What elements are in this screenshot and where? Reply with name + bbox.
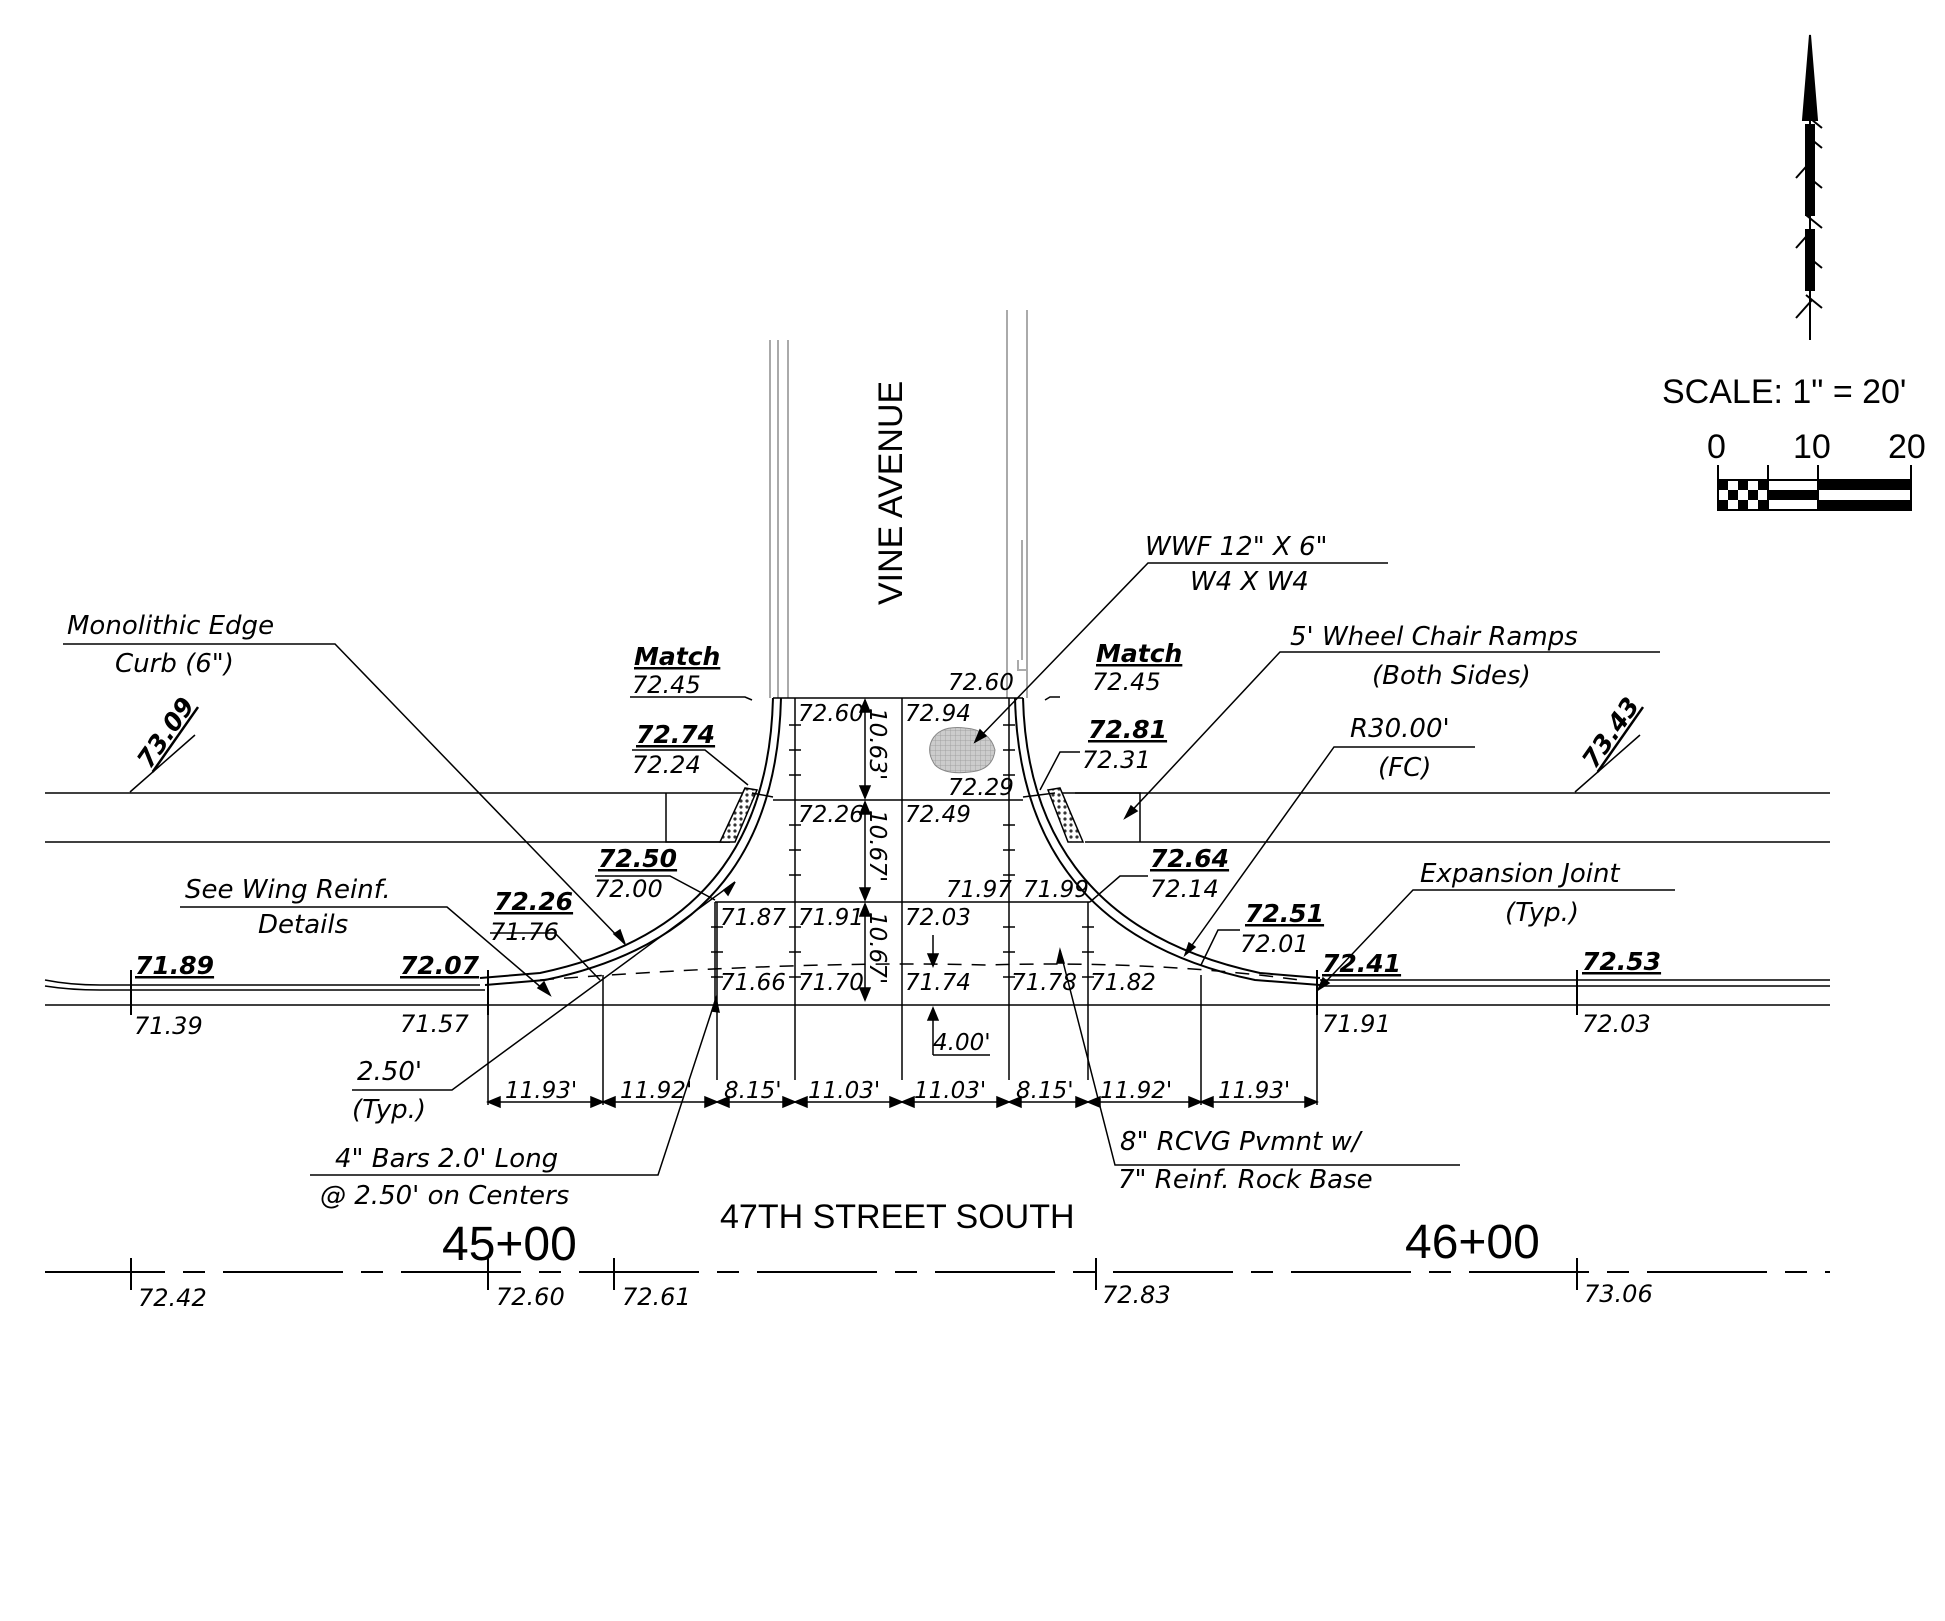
monolithic-curb-note: Monolithic Edge xyxy=(67,611,274,641)
ramp-right xyxy=(1046,787,1085,843)
bars-note-2: @ 2.50' on Centers xyxy=(320,1181,569,1211)
centerline-elevation: 72.83 xyxy=(1102,1281,1171,1309)
centerline-elevation: 72.61 xyxy=(622,1283,691,1311)
centerline-elevation: 72.42 xyxy=(138,1284,207,1312)
ramps-note-2: (Both Sides) xyxy=(1372,661,1531,691)
grid-elevation: 71.91 xyxy=(798,905,864,931)
street-name-label: 47TH STREET SOUTH xyxy=(720,1198,1075,1236)
curb-returns xyxy=(479,697,1321,986)
grid-elevation: 72.60 xyxy=(798,701,864,727)
far-right-elevation: 72.03 xyxy=(1582,1010,1651,1038)
horizontal-dimension-label: 11.03' xyxy=(914,1078,986,1104)
ramps-note: 5' Wheel Chair Ramps xyxy=(1290,622,1578,652)
corner-left-bold-elevation: 72.50 xyxy=(598,844,677,873)
scale-tick-0: 0 xyxy=(1707,428,1726,466)
grid-elevation: 72.29 xyxy=(948,775,1014,801)
corner-right-elevation: 72.14 xyxy=(1150,875,1219,903)
wing-right-elevation: 72.01 xyxy=(1240,930,1309,958)
grid-elevation: 72.26 xyxy=(798,802,864,828)
ramp-left xyxy=(718,787,759,843)
horizontal-dimension-label: 8.15' xyxy=(724,1078,782,1104)
match-right-label: Match xyxy=(1096,639,1182,668)
grid-elevation: 71.82 xyxy=(1090,970,1156,996)
top-left-elevation: 72.24 xyxy=(632,751,701,779)
grid-elevation: 71.78 xyxy=(1011,970,1077,996)
bar-spacing-note: 2.50' xyxy=(357,1057,422,1087)
expansion-joint-note: Expansion Joint xyxy=(1420,859,1620,889)
centerline xyxy=(45,1258,1830,1290)
scale-tick-20: 20 xyxy=(1888,428,1926,466)
pavement-note-2: 7" Reinf. Rock Base xyxy=(1118,1165,1373,1195)
horizontal-dimension-label: 11.93' xyxy=(505,1078,577,1104)
grid-elevation: 72.94 xyxy=(905,701,971,727)
horizontal-dimension-label: 11.03' xyxy=(808,1078,880,1104)
vertical-dimension-label: 10.67' xyxy=(864,810,890,882)
ec-left-bold-elevation: 72.07 xyxy=(400,951,480,980)
station-45-label: 45+00 xyxy=(442,1218,577,1271)
leader-lines xyxy=(63,562,1675,1176)
wwf-note: WWF 12" X 6" xyxy=(1145,532,1328,562)
far-right-bold-elevation: 72.53 xyxy=(1582,947,1661,976)
horizontal-dimension-label: 11.92' xyxy=(1100,1078,1172,1104)
centerline-elevation: 73.06 xyxy=(1584,1280,1653,1308)
sidewalks xyxy=(45,792,1830,843)
north-arrow-icon xyxy=(1795,34,1823,340)
grid-elevation: 71.66 xyxy=(720,970,786,996)
grid-elevation: 71.87 xyxy=(720,905,786,931)
match-left-label: Match xyxy=(634,642,720,671)
wwf-note-2: W4 X W4 xyxy=(1190,567,1309,597)
far-left-bold-elevation: 71.89 xyxy=(135,951,214,980)
grid-elevation: 72.49 xyxy=(905,802,971,828)
top-right-elevation: 72.31 xyxy=(1082,746,1151,774)
radius-note: R30.00' xyxy=(1350,714,1450,744)
grid-elevation: 71.74 xyxy=(905,970,971,996)
wing-right-bold-elevation: 72.51 xyxy=(1245,899,1324,928)
ec-right-elevation: 71.91 xyxy=(1322,1010,1391,1038)
station-46-label: 46+00 xyxy=(1405,1216,1540,1269)
scale-bar xyxy=(1717,465,1912,511)
edge-station-ticks xyxy=(130,970,1578,1015)
wing-left-elevation: 71.76 xyxy=(490,918,559,946)
wing-reinf-note: See Wing Reinf. xyxy=(185,875,391,905)
vine-avenue-lines xyxy=(769,310,1028,698)
top-right-bold-elevation: 72.81 xyxy=(1088,715,1167,744)
vertical-dimension-label: 10.67' xyxy=(864,912,890,984)
match-right-elevation: 72.45 xyxy=(1092,668,1161,696)
corner-left-elevation: 72.00 xyxy=(594,875,663,903)
expansion-joint-note-2: (Typ.) xyxy=(1505,898,1579,928)
vertical-dimension-label: 10.63' xyxy=(864,708,890,780)
top-left-bold-elevation: 72.74 xyxy=(636,720,715,749)
ec-left-elevation: 71.57 xyxy=(400,1010,469,1038)
offset-dimension-label: 4.00' xyxy=(933,1030,991,1056)
grid-elevation: 71.70 xyxy=(798,970,864,996)
ec-right-bold-elevation: 72.41 xyxy=(1322,949,1401,978)
grid-elevation: 72.03 xyxy=(905,905,971,931)
monolithic-curb-note-2: Curb (6") xyxy=(115,649,234,679)
vertical-dimensions xyxy=(858,698,990,1056)
horizontal-dimension-label: 11.93' xyxy=(1218,1078,1290,1104)
corner-right-bold-elevation: 72.64 xyxy=(1150,844,1229,873)
panel-grid xyxy=(487,697,1318,1105)
bar-spacing-note-2: (Typ.) xyxy=(352,1095,426,1125)
bars-note: 4" Bars 2.0' Long xyxy=(335,1144,558,1174)
vine-avenue-label: VINE AVENUE xyxy=(872,381,910,605)
grid-elevation: 71.99 xyxy=(1023,877,1089,903)
centerline-elevation: 72.60 xyxy=(496,1283,565,1311)
wing-left-bold-elevation: 72.26 xyxy=(494,887,573,916)
grid-elevation: 72.60 xyxy=(948,670,1014,696)
horizontal-dimension-label: 8.15' xyxy=(1016,1078,1074,1104)
grid-elevation: 71.97 xyxy=(946,877,1012,903)
radius-note-2: (FC) xyxy=(1378,753,1431,783)
pavement-note: 8" RCVG Pvmnt w/ xyxy=(1120,1127,1364,1157)
scale-label: SCALE: 1" = 20' xyxy=(1662,373,1906,411)
match-left-elevation: 72.45 xyxy=(632,671,701,699)
scale-tick-10: 10 xyxy=(1793,428,1831,466)
wing-reinf-note-2: Details xyxy=(258,910,348,940)
far-left-elevation: 71.39 xyxy=(134,1012,203,1040)
horizontal-dimension-label: 11.92' xyxy=(620,1078,692,1104)
street-edges xyxy=(44,963,1830,1006)
horizontal-dimensions xyxy=(486,1095,1319,1109)
